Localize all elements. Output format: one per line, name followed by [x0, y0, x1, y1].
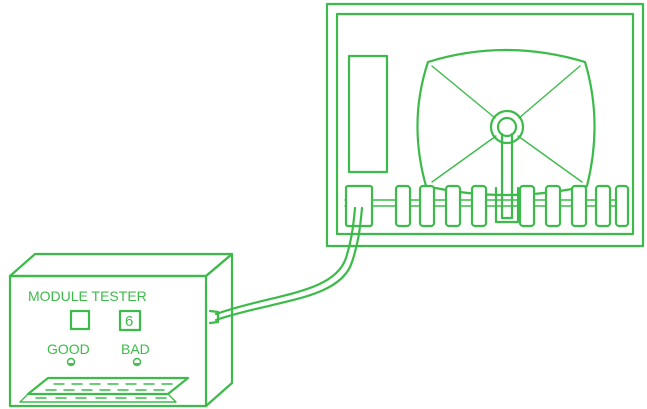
bad-label: BAD [121, 341, 150, 357]
tube-funnel-line [431, 135, 497, 183]
chassis-inner-frame [335, 12, 635, 236]
chassis-power-block [347, 54, 389, 174]
tester-digit-value: 6 [125, 313, 133, 330]
chassis-module [470, 184, 488, 228]
picture-tube-outline [416, 48, 596, 197]
chassis-module [444, 184, 462, 228]
tester-blank-indicator [69, 309, 91, 331]
tube-neck-inner [496, 116, 518, 138]
tube-neck-rod-front [494, 186, 520, 224]
module-slot-lip [19, 393, 177, 403]
chassis-module [594, 184, 612, 228]
tube-neck-outer [489, 109, 525, 145]
chassis-outer-frame [325, 2, 645, 248]
chassis-module [518, 184, 536, 228]
chassis-module [418, 184, 436, 228]
good-led-icon [66, 357, 76, 367]
good-label: GOOD [47, 341, 90, 357]
tube-funnel-line [517, 135, 583, 183]
tester-front-face [8, 274, 208, 408]
chassis-module [570, 184, 588, 228]
module-tester: MODULE TESTER 6 GOOD BAD [8, 252, 234, 408]
tester-top-face [8, 252, 234, 278]
tester-title: MODULE TESTER [28, 288, 147, 304]
tube-funnel-line [431, 65, 496, 119]
bad-led-icon [132, 357, 142, 367]
tube-funnel-line [518, 65, 581, 119]
chassis-module [544, 184, 562, 228]
tv-chassis [325, 2, 645, 248]
module-slot[interactable] [26, 376, 190, 396]
tester-side-face [204, 252, 234, 408]
chassis-module-socket [344, 184, 374, 228]
tester-digit-display [118, 309, 142, 332]
test-cable [214, 206, 357, 316]
chassis-module [394, 184, 412, 228]
tube-neck-rod [500, 132, 514, 220]
cable-plug [208, 309, 220, 325]
chassis-module [614, 184, 630, 228]
test-cable [214, 206, 364, 322]
